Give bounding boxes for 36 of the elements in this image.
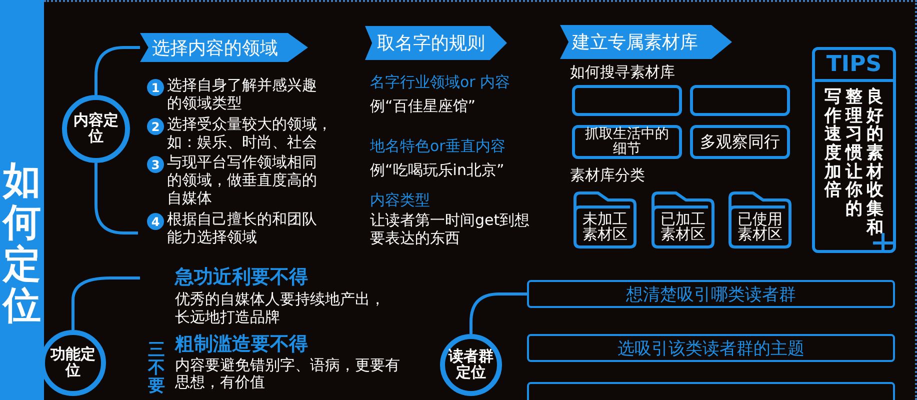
body-text: 选择受众量较大的领域，如：娱乐、时尚、社会 bbox=[167, 115, 333, 151]
step-number: 3 bbox=[147, 156, 164, 173]
section-banner: 建立专属素材库 bbox=[560, 25, 732, 59]
reader-bar: 想清楚吸引哪类读者群 bbox=[527, 280, 895, 308]
step-number: 4 bbox=[147, 213, 164, 230]
vertical-heading: 三不要 bbox=[148, 342, 165, 396]
heading-text: 急功近利要不得 bbox=[175, 266, 308, 289]
body-text: 选择自身了解并感兴趣的领域类型 bbox=[167, 76, 318, 112]
body-text: 名字行业领域or 内容 bbox=[370, 73, 510, 91]
source-box bbox=[572, 85, 682, 116]
body-text: 优秀的自媒体人要持续地产出，长远地打造品牌 bbox=[175, 290, 386, 326]
connector-curve bbox=[470, 292, 527, 334]
source-box bbox=[690, 85, 790, 116]
step-number: 1 bbox=[147, 79, 164, 96]
category-circle: 内容定位 bbox=[62, 95, 130, 163]
connector-curve bbox=[94, 46, 140, 95]
section-banner: 取名字的规则 bbox=[365, 26, 507, 60]
source-box: 抓取生活中的细节 bbox=[572, 125, 682, 159]
section-banner: 选择内容的领域 bbox=[140, 33, 308, 62]
source-box: 多观察同行 bbox=[690, 125, 790, 159]
body-text: 与现平台写作领域相同的领域，做垂直度高的自媒体 bbox=[167, 153, 318, 207]
heading-text: 粗制滥造要不得 bbox=[175, 333, 308, 356]
body-text: 根据自己擅长的和团队能力选择领域 bbox=[167, 210, 318, 246]
body-text: 让读者第一时间get到想要表达的东西 bbox=[370, 211, 531, 247]
body-text: 素材库分类 bbox=[570, 166, 645, 184]
body-text: 例“吃喝玩乐in北京” bbox=[370, 161, 504, 179]
reader-bar: 选吸引该类读者群的主题 bbox=[527, 334, 895, 362]
body-text: 地名特色or垂直内容 bbox=[370, 137, 506, 155]
body-text: 如何搜寻素材库 bbox=[570, 63, 675, 81]
step-number: 2 bbox=[147, 118, 164, 135]
category-circle: 读者群定位 bbox=[440, 334, 502, 396]
body-text: 内容要避免错别字、语病，更要有思想，有价值 bbox=[175, 357, 401, 390]
reader-bar bbox=[527, 382, 895, 400]
title-band: 如何定位 bbox=[0, 0, 44, 400]
body-text: 例“百佳星座馆” bbox=[370, 97, 476, 115]
body-text: 内容类型 bbox=[370, 191, 430, 209]
